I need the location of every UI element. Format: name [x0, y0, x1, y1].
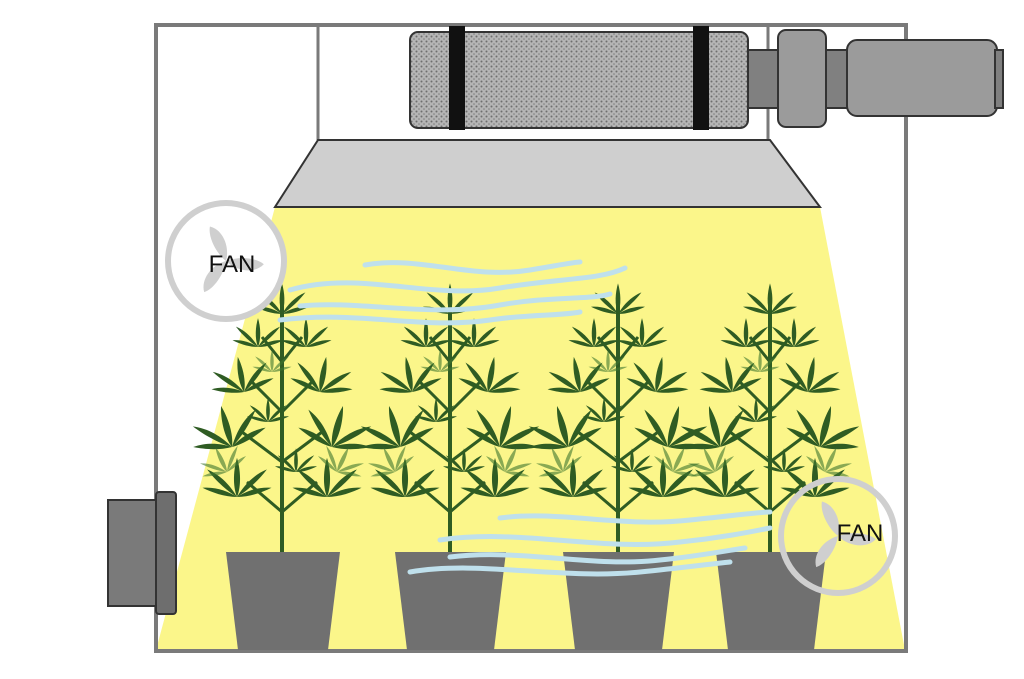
plant-pot [395, 552, 506, 650]
tent-frame [154, 23, 908, 653]
plant-pot [563, 552, 674, 650]
plant-pot [716, 552, 826, 650]
light-reflector [273, 139, 822, 208]
airflow-bottom [407, 509, 773, 577]
circulation-fan: FAN [778, 476, 898, 596]
circulation-fan: FAN [165, 200, 287, 322]
carbon-filter [409, 26, 749, 130]
intake-vent [107, 491, 177, 615]
fan-label: FAN [209, 251, 256, 278]
inline-duct-fan [747, 29, 1004, 128]
fan-label: FAN [837, 520, 884, 547]
airflow-top [277, 259, 628, 326]
plant-pot [226, 552, 340, 650]
